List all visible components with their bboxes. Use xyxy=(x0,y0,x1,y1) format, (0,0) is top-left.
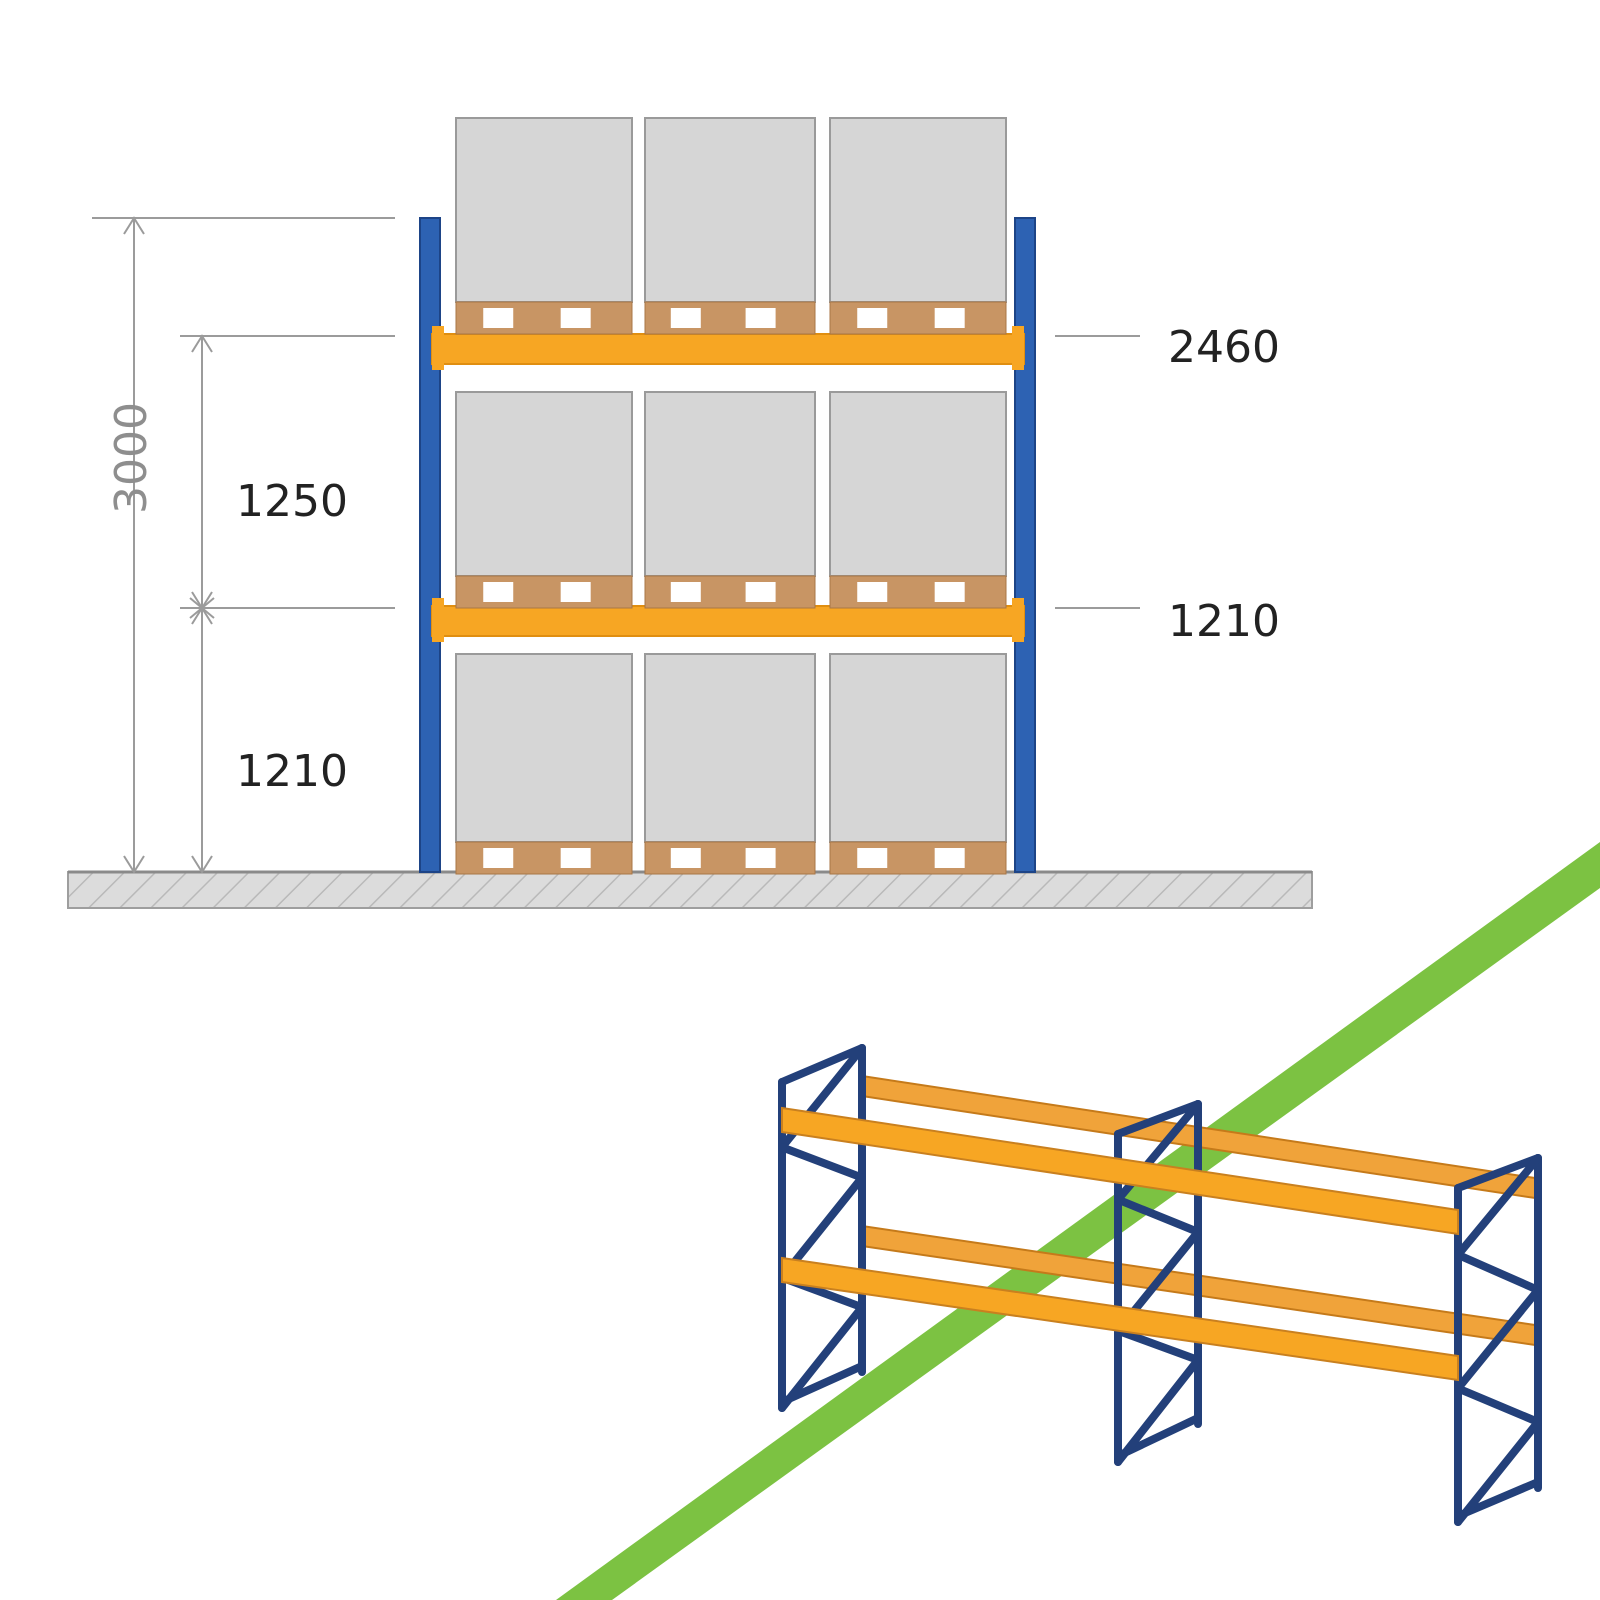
frame-top-tie xyxy=(778,1044,866,1086)
floor-slab xyxy=(67,871,1313,909)
upright-left xyxy=(419,217,441,873)
pallet-slot xyxy=(670,848,701,868)
pallet-slot xyxy=(857,848,888,868)
green-diagonal-band xyxy=(556,842,1600,1600)
pallet-load-box xyxy=(644,117,816,303)
upright-frames xyxy=(778,1044,1542,1526)
pallet-loads xyxy=(455,117,1007,875)
pallet-slot xyxy=(560,582,591,602)
pallet-base xyxy=(829,575,1007,609)
frame-brace xyxy=(1114,1195,1202,1236)
frame-brace xyxy=(1114,1326,1202,1364)
dimension-lines xyxy=(92,216,1140,874)
frame-brace xyxy=(1454,1418,1542,1526)
dim-gap-upper: 1250 xyxy=(236,476,348,527)
pallet-base xyxy=(455,301,633,335)
dim-total-height: 3000 xyxy=(106,402,157,514)
pallet-slot xyxy=(483,848,514,868)
frame-brace xyxy=(1454,1154,1542,1259)
pallet-slot xyxy=(745,582,776,602)
pallet-slot xyxy=(745,848,776,868)
frame-brace xyxy=(1454,1384,1542,1426)
frame-brace xyxy=(1114,1356,1202,1466)
frame-brace xyxy=(778,1143,866,1182)
beam-connector xyxy=(1012,326,1024,370)
pallet-slot xyxy=(560,308,591,328)
pallet-load-box xyxy=(829,653,1007,843)
dim-beam-level-2: 2460 xyxy=(1168,322,1280,373)
beam-level-2 xyxy=(431,333,1025,365)
dim-gap-lower: 1210 xyxy=(236,746,348,797)
pallet-load-box xyxy=(644,653,816,843)
pallet-slot xyxy=(670,308,701,328)
pallet-base xyxy=(829,301,1007,335)
frame-top-tie xyxy=(1454,1154,1542,1192)
pallet-slot xyxy=(483,308,514,328)
beam-level-1 xyxy=(431,605,1025,637)
pallet-load-box xyxy=(644,391,816,577)
pallet-base xyxy=(455,841,633,875)
beam-connector xyxy=(432,598,444,642)
frame-brace xyxy=(778,1303,866,1412)
pallet-load-box xyxy=(829,117,1007,303)
upright-right xyxy=(1014,217,1036,873)
front-beams xyxy=(781,1106,1459,1382)
pallet-slot xyxy=(857,582,888,602)
pallet-slot xyxy=(934,308,965,328)
pallet-slot xyxy=(670,582,701,602)
beam-connector xyxy=(1012,598,1024,642)
pallet-slot xyxy=(857,308,888,328)
pallet-slot xyxy=(483,582,514,602)
pallet-base xyxy=(455,575,633,609)
pallet-load-box xyxy=(455,391,633,577)
dim-beam-level-1: 1210 xyxy=(1168,596,1280,647)
pallet-base xyxy=(644,301,816,335)
pallet-base xyxy=(829,841,1007,875)
frame-brace xyxy=(1454,1250,1542,1294)
pallet-load-box xyxy=(455,117,633,303)
frame-brace xyxy=(1454,1286,1542,1393)
pallet-base xyxy=(644,575,816,609)
pallet-slot xyxy=(934,582,965,602)
pallet-base xyxy=(644,841,816,875)
beam-connector xyxy=(432,326,444,370)
pallet-load-box xyxy=(455,653,633,843)
elevation-view: 3000 1250 1210 2460 1210 xyxy=(67,117,1313,909)
pallet-slot xyxy=(560,848,591,868)
rack-3d-view xyxy=(778,1044,1542,1526)
pallet-load-box xyxy=(829,391,1007,577)
pallet-slot xyxy=(745,308,776,328)
frame-top-tie xyxy=(1114,1100,1202,1138)
pallet-slot xyxy=(934,848,965,868)
